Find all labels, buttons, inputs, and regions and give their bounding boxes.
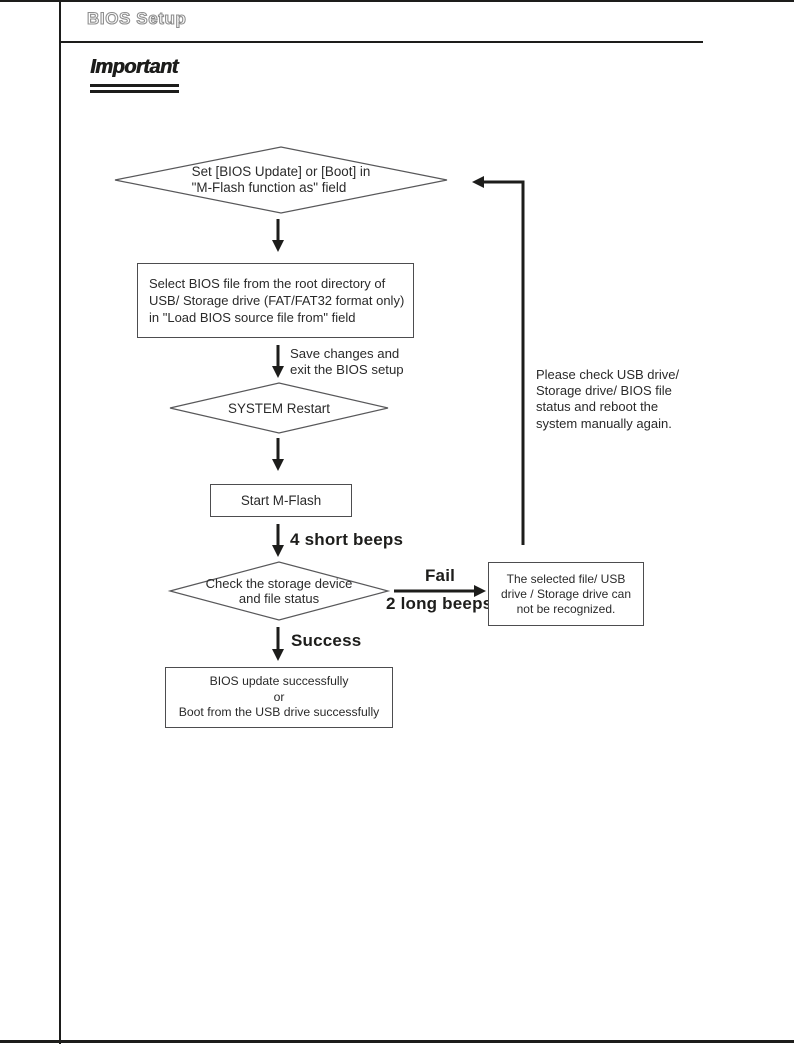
page-bottom-rule [0, 1040, 794, 1043]
arrow-loop-head [472, 176, 484, 188]
header-divider-rule [60, 41, 703, 43]
arrow-restart-to-mflash-head [272, 459, 284, 471]
page-top-rule [0, 0, 794, 2]
four-short-beeps-label: 4 short beeps [290, 530, 404, 549]
arrow-fail-head [474, 585, 486, 597]
important-underline-2 [90, 90, 179, 93]
select-file-text: Select BIOS file from the root directory… [149, 276, 405, 325]
check-storage-text: Check the storage device and file status [205, 576, 353, 606]
not-recognized-box: The selected file/ USB drive / Storage d… [488, 562, 644, 626]
diamond-system-restart: SYSTEM Restart [170, 383, 388, 433]
start-mflash-box: Start M-Flash [210, 484, 352, 517]
arrow-check-to-result-head [272, 649, 284, 661]
diamond-check-storage: Check the storage device and file status [170, 562, 388, 620]
two-long-beeps-label: 2 long beeps [386, 594, 493, 613]
diamond-set-mflash: Set [BIOS Update] or [Boot] in "M-Flash … [115, 150, 447, 210]
arrow-mflash-to-check-head [272, 545, 284, 557]
start-mflash-text: Start M-Flash [240, 493, 322, 508]
fail-label: Fail [424, 566, 456, 585]
arrow-start-to-select-head [272, 240, 284, 252]
diamond-set-mflash-text: Set [BIOS Update] or [Boot] in "M-Flash … [191, 163, 371, 196]
save-exit-label: Save changes and exit the BIOS setup [290, 346, 404, 377]
page-header-title: BIOS Setup [86, 8, 187, 28]
system-restart-text: SYSTEM Restart [228, 400, 330, 416]
arrow-select-to-restart-head [272, 366, 284, 378]
result-box: BIOS update successfully or Boot from th… [165, 667, 393, 728]
important-label: Important [90, 56, 178, 78]
diamond-set-mflash-shape [114, 146, 448, 214]
page-left-rule [59, 0, 61, 1044]
diamond-system-restart-shape [169, 382, 389, 434]
reboot-note: Please check USB drive/ Storage drive/ B… [536, 367, 680, 431]
diamond-check-storage-shape [167, 561, 391, 621]
success-label: Success [291, 631, 362, 650]
not-recognized-text: The selected file/ USB drive / Storage d… [500, 571, 632, 616]
result-text: BIOS update successfully or Boot from th… [178, 674, 380, 720]
important-underline-1 [90, 84, 179, 87]
loop-back-line [484, 180, 525, 545]
select-file-box: Select BIOS file from the root directory… [137, 263, 414, 338]
